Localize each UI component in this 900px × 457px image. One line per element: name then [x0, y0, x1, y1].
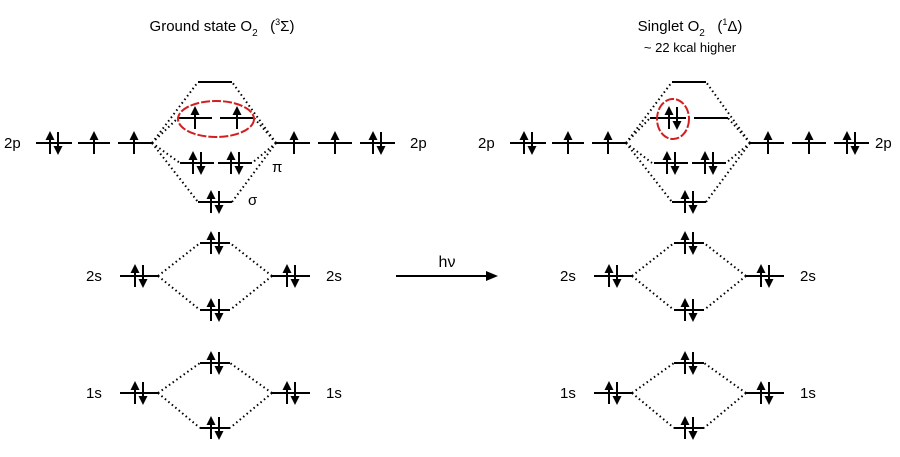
energy-levels: [36, 81, 395, 429]
unpaired-electrons-highlight: [177, 100, 255, 138]
label-2s-left-singlet: 2s: [560, 268, 576, 285]
label-pi: π: [272, 159, 282, 176]
label-2s-right: 2s: [326, 268, 342, 285]
label-2p-right-singlet: 2p: [875, 135, 892, 152]
correlation-lines-singlet: [625, 81, 751, 429]
paired-electrons-highlight: [656, 98, 690, 140]
photoexcitation-arrow: hν: [396, 254, 498, 281]
label-1s-left: 1s: [86, 385, 102, 402]
label-2p-right: 2p: [410, 135, 427, 152]
ground-state-diagram: Ground state O2 (3Σ): [4, 17, 427, 440]
label-1s-left-singlet: 1s: [560, 385, 576, 402]
label-2p-left-singlet: 2p: [478, 135, 495, 152]
singlet-state-title: Singlet O2 (1Δ): [638, 17, 743, 39]
singlet-state-diagram: Singlet O2 (1Δ) ~ 22 kcal higher: [478, 17, 892, 440]
ground-state-title: Ground state O2 (3Σ): [150, 17, 295, 39]
label-sigma: σ: [248, 192, 258, 209]
label-2s-left: 2s: [86, 268, 102, 285]
energy-difference-subtitle: ~ 22 kcal higher: [644, 40, 737, 55]
label-2p-left: 2p: [4, 135, 21, 152]
label-2s-right-singlet: 2s: [800, 268, 816, 285]
hv-label: hν: [439, 254, 456, 271]
label-1s-right-singlet: 1s: [800, 385, 816, 402]
correlation-lines: [151, 81, 277, 429]
label-1s-right: 1s: [326, 385, 342, 402]
energy-levels-singlet: [510, 81, 869, 429]
